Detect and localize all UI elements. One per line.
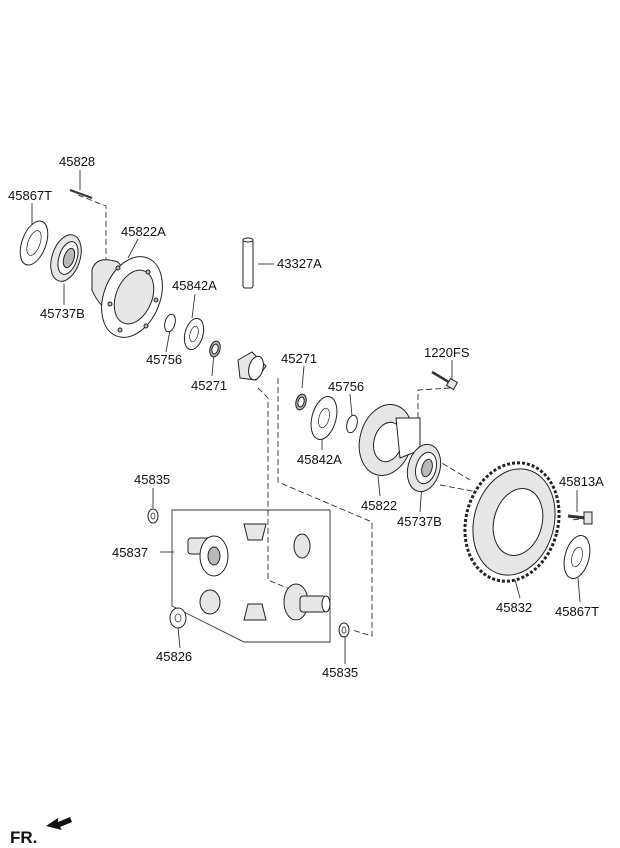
pinion-gear-top-icon [243, 523, 267, 541]
leader-lines [31, 170, 581, 664]
differential-housing-45822-icon [358, 404, 421, 476]
pinion-shaft-43327A-icon [242, 237, 254, 289]
side-gear-icon [187, 535, 229, 577]
pinion-mate-block-icon [237, 351, 267, 381]
ring-gear-45832-icon [463, 461, 561, 583]
thrust-washer-45842A-right-icon [310, 396, 338, 440]
differential-case-45822A-icon [91, 256, 163, 338]
label-45832: 45832 [496, 600, 532, 615]
pin-45828-icon [69, 188, 93, 200]
thrust-washer-45867T-icon [19, 220, 49, 266]
gear-set-45837-box [171, 509, 331, 643]
bolt-1220FS-icon [431, 370, 459, 391]
snap-ring-45756-icon [164, 313, 176, 333]
label-45756-top: 45756 [146, 352, 182, 367]
label-45835-bottom: 45835 [322, 665, 358, 680]
part-labels: 45828 45867T 45822A 45737B 43327A 45842A… [8, 154, 604, 680]
label-45737B-right: 45737B [397, 514, 442, 529]
label-45867T-top: 45867T [8, 188, 52, 203]
snap-ring-45756-right-icon [346, 414, 358, 434]
washer-45826-icon [169, 607, 187, 629]
washer-45835-bottom-icon [338, 622, 350, 638]
label-45842A-top: 45842A [172, 278, 217, 293]
label-45756-right: 45756 [328, 379, 364, 394]
pinion-gear-right-icon [293, 533, 311, 559]
label-45867T-right: 45867T [555, 604, 599, 619]
ring-45271-left-icon [209, 340, 221, 358]
ring-45271-right-icon [295, 393, 307, 411]
bearing-45737B-icon [50, 234, 82, 282]
label-45835-top: 45835 [134, 472, 170, 487]
washer-45835-top-icon [147, 508, 159, 524]
label-45271-left: 45271 [191, 378, 227, 393]
label-45822A: 45822A [121, 224, 166, 239]
arrow-front-icon [46, 817, 72, 830]
bearing-45737B-right-icon [406, 443, 442, 493]
label-43327A: 43327A [277, 256, 322, 271]
front-direction-indicator: FR. [10, 817, 72, 847]
bolt-45813A-icon [567, 511, 593, 525]
front-direction-label: FR. [10, 828, 37, 847]
label-45826: 45826 [156, 649, 192, 664]
pinion-gear-bottom-icon [243, 603, 267, 621]
label-1220FS: 1220FS [424, 345, 470, 360]
thrust-washer-45867T-right-icon [563, 535, 591, 579]
thrust-washer-45842A-icon [183, 317, 205, 351]
label-45837: 45837 [112, 545, 148, 560]
label-45813A: 45813A [559, 474, 604, 489]
label-45822: 45822 [361, 498, 397, 513]
label-45828: 45828 [59, 154, 95, 169]
label-45842A-right: 45842A [297, 452, 342, 467]
pinion-gear-small-icon [199, 589, 221, 615]
label-45271-right: 45271 [281, 351, 317, 366]
side-gear-right-icon [283, 583, 331, 621]
label-45737B-top: 45737B [40, 306, 85, 321]
